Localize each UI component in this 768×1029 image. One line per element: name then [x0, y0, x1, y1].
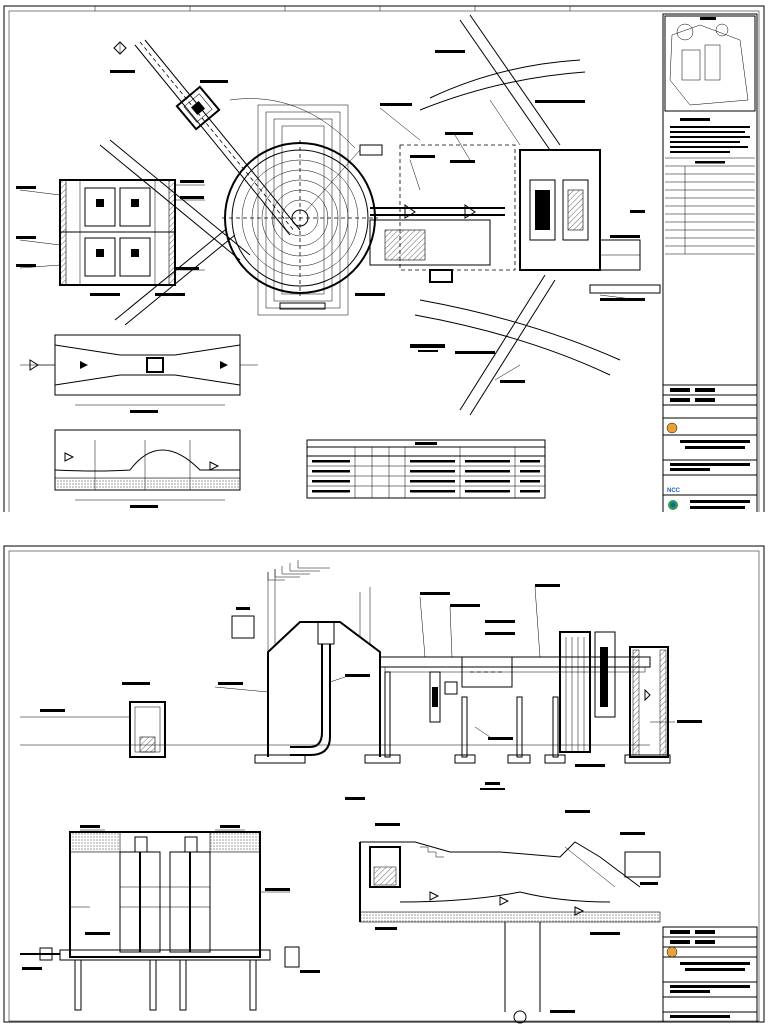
client-logo-icon: [668, 500, 678, 510]
clarifier-title-box: [279, 302, 326, 310]
long-section-ground: [20, 709, 650, 746]
sheet-plan-layout: NCC: [0, 0, 768, 537]
access-road-arcs: [229, 59, 621, 376]
sheet-border-outer: [3, 545, 765, 1023]
section-marker-icon: [29, 359, 55, 371]
main-plan-title: [410, 344, 445, 352]
channel-section-tags: [345, 797, 658, 1013]
clarifier-section: [254, 621, 401, 764]
filter-section-tags: [22, 825, 320, 973]
filter-unit-leaders: [19, 184, 205, 271]
plan-drawing: NCC: [3, 5, 765, 537]
valve-chamber-plan: [175, 85, 221, 131]
clarifier-callout-box: [359, 144, 383, 156]
section-leaders: [214, 586, 675, 738]
small-tank-left: [231, 607, 255, 639]
pump-house-plan: [369, 144, 516, 283]
plan-label-tags: [110, 50, 645, 383]
company-seal-icon: [666, 422, 678, 434]
clarifier-level-lines: [267, 560, 371, 652]
clarifier-step-outlines: [257, 104, 349, 316]
clarifier-plan: [222, 140, 378, 296]
bridge-piers: [384, 671, 566, 764]
outlet-chamber-section: [559, 631, 671, 764]
sheet-border-outer: [3, 5, 765, 537]
inlet-pipe-diagonal: [134, 39, 301, 236]
stepped-channel-section: [359, 841, 661, 1024]
border-ticks: [94, 6, 571, 11]
sheet-sections: [0, 512, 768, 1024]
sheet-border-inner: [8, 10, 760, 534]
key-plan-frame: [664, 15, 756, 112]
filter-section-levels: [70, 829, 290, 908]
filter-section: [20, 831, 300, 1011]
filter-unit-tags: [16, 180, 204, 296]
channel-plan-view: [20, 334, 258, 413]
channel-section-view: [54, 429, 241, 508]
treatment-block-plan: [519, 149, 661, 294]
pipe-bridge-section: [379, 656, 651, 723]
title-block-lower: [662, 926, 758, 1023]
sections-drawing: [3, 545, 765, 1024]
sheet-border-inner: [8, 550, 760, 1022]
inlet-chamber-section: [122, 682, 166, 758]
company-seal-icon: [666, 946, 678, 958]
north-arrow-icon: [113, 41, 127, 55]
contractor-logo: NCC: [667, 488, 681, 494]
filter-unit-plan: [59, 179, 176, 286]
diagonal-pipe-right: [459, 14, 561, 416]
title-block-column: [662, 13, 758, 531]
schedule-table: [306, 439, 546, 499]
section-label-tags: [218, 584, 702, 790]
